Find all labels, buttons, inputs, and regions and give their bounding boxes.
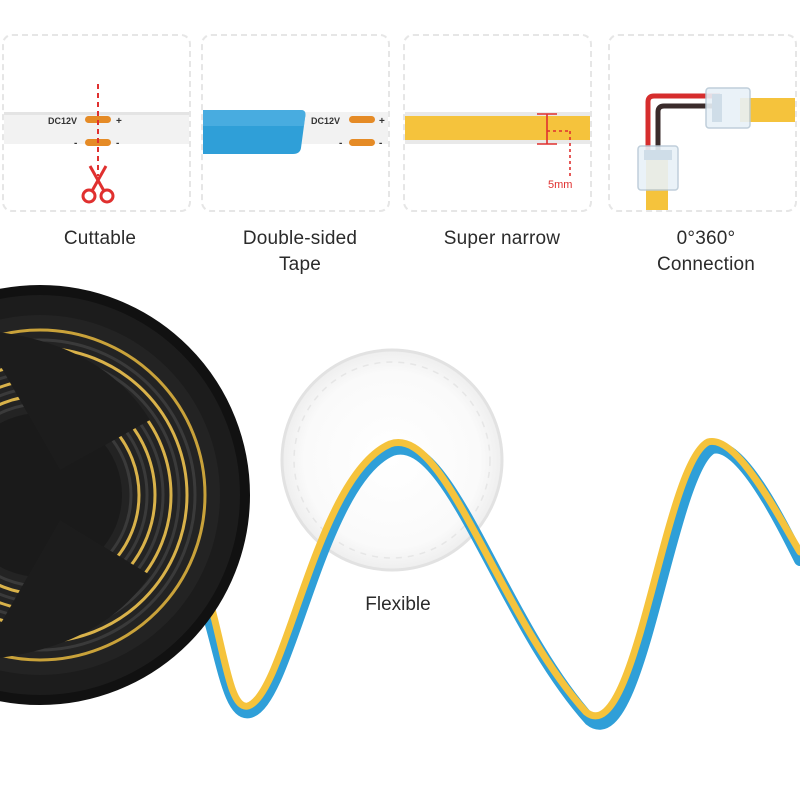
caption-cuttable: Cuttable (0, 226, 200, 252)
caption-connection: 0°360° Connection (606, 226, 800, 278)
copper-pad-top (85, 116, 111, 123)
flexible-label: Flexible (365, 594, 431, 615)
strip-voltage-label: DC12V (311, 116, 340, 126)
connector-icon (637, 87, 751, 191)
feature-panel-connection (608, 34, 797, 212)
feature-panel-cuttable: DC12V + - - (2, 34, 191, 212)
narrow-illustration: 5mm (405, 112, 590, 191)
minus-sign-left: - (339, 138, 342, 149)
feature-panel-super-narrow: 5mm (403, 34, 592, 212)
caption-line: Tape (278, 254, 321, 275)
black-wire (655, 103, 720, 154)
flexible-strip-cob (172, 438, 800, 720)
plus-sign: + (379, 116, 385, 127)
caption-line: Super narrow (443, 228, 561, 249)
caption-line: 0°360° (676, 228, 736, 249)
dimension-label: 5mm (548, 179, 572, 191)
scissors-icon (81, 165, 115, 204)
strip-voltage-label: DC12V (48, 116, 77, 126)
plus-sign: + (116, 116, 122, 127)
cob-led-strip (405, 116, 590, 140)
width-icon (537, 113, 571, 176)
cuttable-illustration: DC12V + - - (4, 84, 189, 204)
magnifier-circle (280, 348, 504, 572)
connector-illustration (637, 87, 795, 210)
minus-sign-left: - (74, 138, 77, 149)
caption-line: Connection (656, 254, 756, 275)
feature-panel-double-sided-tape: DC12V + - - (201, 34, 390, 212)
caption-super-narrow: Super narrow (402, 226, 602, 252)
minus-sign-right: - (379, 138, 382, 149)
red-wire (645, 93, 720, 154)
tape-illustration: DC12V + - - (203, 110, 388, 154)
caption-double-sided-tape: Double-sided Tape (200, 226, 400, 278)
caption-line: Cuttable (63, 228, 137, 249)
caption-line: Double-sided (242, 228, 358, 249)
reel (0, 285, 250, 705)
minus-sign-right: - (116, 138, 119, 149)
